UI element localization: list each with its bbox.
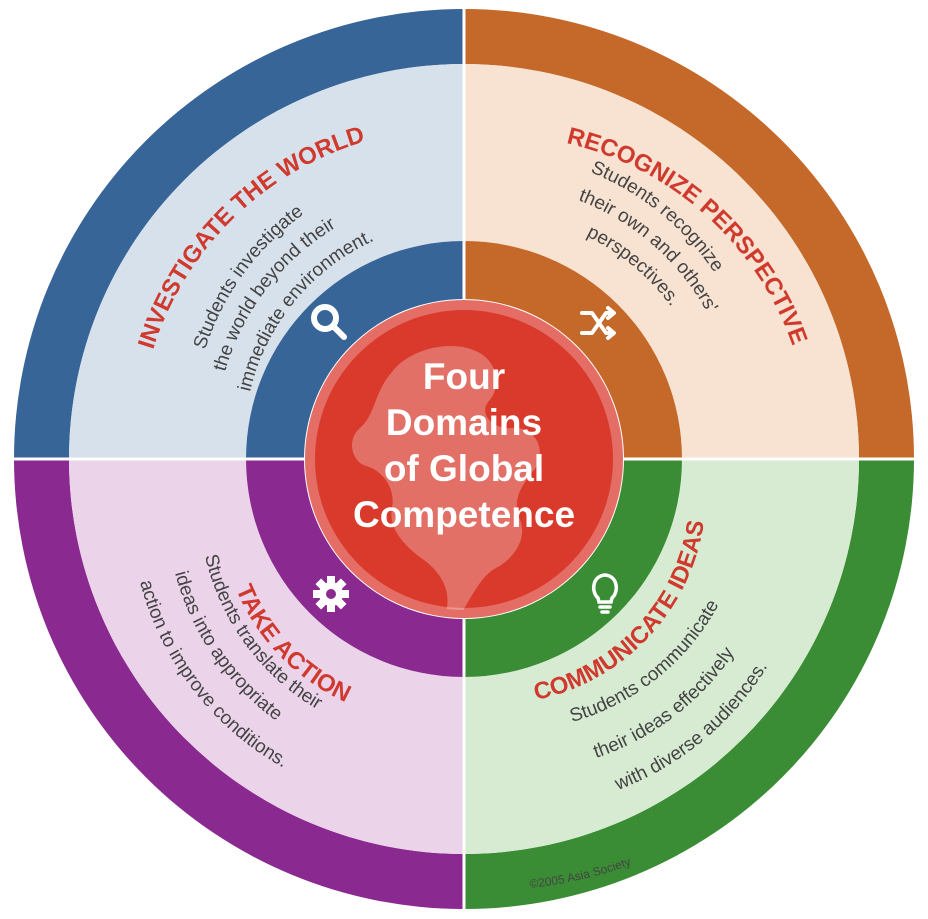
center-title-line-2: Domains	[386, 402, 542, 443]
magnifier-icon	[311, 304, 347, 340]
band-recognize	[464, 64, 859, 459]
band-investigate	[69, 64, 464, 459]
center-title-line-4: Competence	[353, 494, 575, 535]
outer-ring-communicate	[464, 459, 914, 909]
inner-ring-recognize	[464, 241, 682, 459]
inner-ring-act	[246, 459, 464, 677]
outer-ring-recognize	[464, 9, 914, 459]
center-title-line-1: Four	[423, 356, 505, 397]
outer-ring-act	[14, 459, 464, 909]
lightbulb-icon	[591, 573, 619, 614]
inner-ring-communicate	[464, 459, 682, 677]
shuffle-arrows-icon	[580, 306, 616, 340]
band-act	[69, 459, 464, 854]
center-title-line-3: of Global	[384, 448, 544, 489]
band-communicate	[464, 459, 859, 854]
inner-ring-investigate	[246, 241, 464, 459]
outer-ring-investigate	[14, 9, 464, 459]
globe-silhouette	[352, 346, 540, 610]
center-disk	[315, 310, 613, 608]
gear-icon	[313, 576, 349, 612]
